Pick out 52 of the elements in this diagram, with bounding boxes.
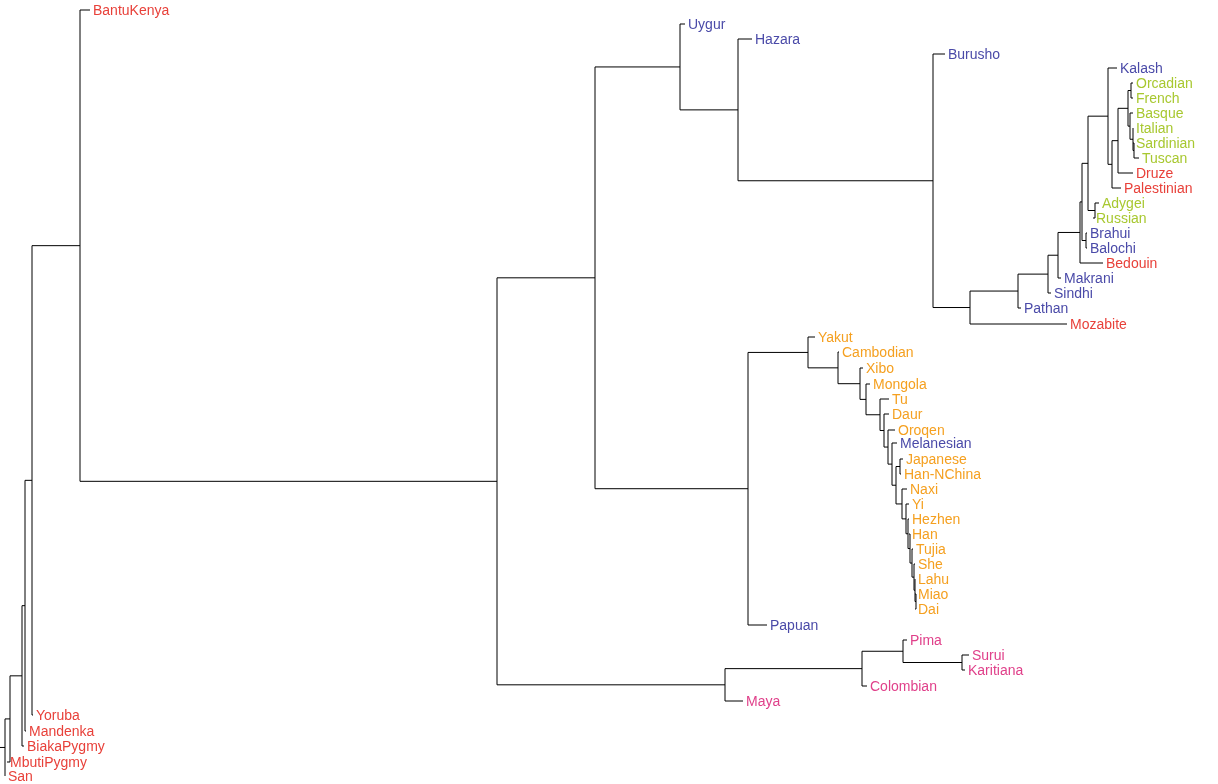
population-label: Uygur bbox=[688, 16, 726, 32]
population-label: Druze bbox=[1136, 165, 1174, 181]
population-label: French bbox=[1136, 90, 1180, 106]
population-label: Brahui bbox=[1090, 225, 1131, 241]
population-label: Makrani bbox=[1064, 270, 1114, 286]
population-label: Yakut bbox=[818, 329, 853, 345]
population-label: Tujia bbox=[916, 541, 946, 557]
population-label: Tu bbox=[892, 391, 908, 407]
population-label: BantuKenya bbox=[93, 2, 170, 18]
population-label: Basque bbox=[1136, 105, 1184, 121]
population-label: Yi bbox=[912, 496, 924, 512]
population-label: Han-NChina bbox=[904, 466, 982, 482]
population-label: Miao bbox=[918, 586, 949, 602]
population-label: Surui bbox=[972, 647, 1005, 663]
population-label: Pima bbox=[910, 632, 942, 648]
population-label: Orcadian bbox=[1136, 75, 1193, 91]
population-label: Italian bbox=[1136, 120, 1174, 136]
population-label: Sindhi bbox=[1054, 285, 1093, 301]
population-label: Han bbox=[912, 526, 938, 542]
population-label: Naxi bbox=[910, 481, 938, 497]
population-label: Karitiana bbox=[968, 662, 1024, 678]
population-label: Bedouin bbox=[1106, 255, 1158, 271]
population-label: Mozabite bbox=[1070, 316, 1127, 332]
population-label: Pathan bbox=[1024, 300, 1069, 316]
population-label: MbutiPygmy bbox=[10, 754, 88, 770]
population-label: Papuan bbox=[770, 617, 819, 633]
population-label: Mongola bbox=[873, 376, 927, 392]
population-label: Balochi bbox=[1090, 240, 1136, 256]
population-label: Dai bbox=[918, 601, 939, 617]
population-label: Adygei bbox=[1102, 195, 1145, 211]
population-label: Hezhen bbox=[912, 511, 961, 527]
population-label: Xibo bbox=[866, 360, 895, 376]
population-label: Oroqen bbox=[898, 422, 945, 438]
population-label: Maya bbox=[746, 693, 781, 709]
population-label: Melanesian bbox=[900, 435, 972, 451]
population-label: Palestinian bbox=[1124, 180, 1193, 196]
population-label: Mandenka bbox=[29, 723, 95, 739]
population-label: Daur bbox=[892, 406, 923, 422]
population-label: Japanese bbox=[906, 451, 967, 467]
population-label: Cambodian bbox=[842, 344, 914, 360]
population-label: BiakaPygmy bbox=[27, 738, 105, 754]
population-label: Lahu bbox=[918, 571, 950, 587]
population-label: Sardinian bbox=[1136, 135, 1196, 151]
population-label: Hazara bbox=[755, 31, 801, 47]
population-label: She bbox=[918, 556, 943, 572]
population-label: Kalash bbox=[1120, 60, 1163, 76]
population-label: Colombian bbox=[870, 678, 937, 694]
population-label: Russian bbox=[1096, 210, 1147, 226]
population-label: Tuscan bbox=[1142, 150, 1188, 166]
population-label: Yoruba bbox=[36, 707, 80, 723]
population-label: San bbox=[8, 768, 33, 784]
population-label: Burusho bbox=[948, 46, 1001, 62]
